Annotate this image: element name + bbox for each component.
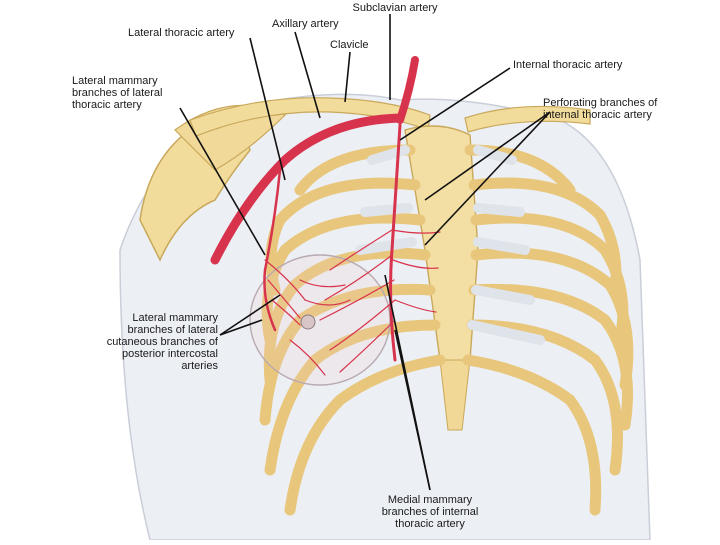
label-clavicle: Clavicle [330, 39, 369, 51]
label-medial-mammary-branches: Medial mammary branches of internal thor… [370, 494, 490, 530]
label-subclavian-artery: Subclavian artery [340, 2, 450, 14]
nipple [301, 315, 315, 329]
label-lateral-thoracic-artery: Lateral thoracic artery [128, 27, 234, 39]
label-perforating-branches: Perforating branches of internal thoraci… [543, 97, 657, 121]
label-lateral-mammary-branches-intercostal: Lateral mammary branches of lateral cuta… [60, 312, 218, 372]
label-lateral-mammary-branches-lateral-thoracic: Lateral mammary branches of lateral thor… [72, 75, 163, 111]
label-axillary-artery: Axillary artery [272, 18, 339, 30]
label-internal-thoracic-artery: Internal thoracic artery [513, 59, 622, 71]
